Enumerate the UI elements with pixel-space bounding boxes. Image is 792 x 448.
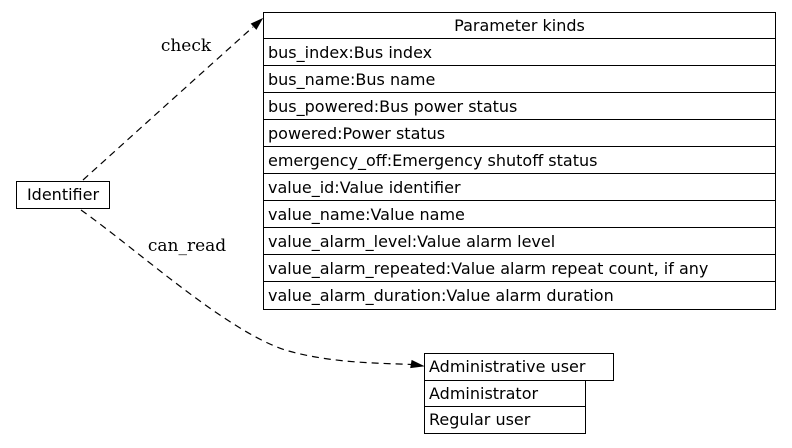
table-row: emergency_off:Emergency shutoff status: [264, 147, 775, 174]
table-row: value_alarm_repeated:Value alarm repeat …: [264, 255, 775, 282]
table-row: value_name:Value name: [264, 201, 775, 228]
parameter-kinds-title: Parameter kinds: [264, 13, 775, 39]
table-row: value_alarm_duration:Value alarm duratio…: [268, 286, 614, 305]
table-row: Administrator: [425, 381, 585, 407]
node-identifier: Identifier: [16, 181, 110, 209]
edge-can-read-arrowhead-icon: [410, 359, 425, 369]
table-row: bus_powered:Bus power status: [264, 93, 775, 120]
node-administrative-user-rows: Administrator Regular user: [424, 380, 586, 434]
table-row: bus_index:Bus index: [264, 39, 775, 66]
node-parameter-kinds: Parameter kinds bus_index:Bus index bus_…: [263, 12, 776, 310]
edge-label-can-read: can_read: [147, 236, 227, 256]
table-row: value_alarm_level:Value alarm level: [264, 228, 775, 255]
table-row: value_id:Value identifier: [264, 174, 775, 201]
table-row: powered:Power status: [264, 120, 775, 147]
table-row: bus_name:Bus name: [264, 66, 775, 93]
edge-check-arrowhead-icon: [250, 17, 264, 30]
edge-label-check: check: [160, 36, 212, 56]
node-identifier-label: Identifier: [26, 185, 100, 204]
node-administrative-user-title: Administrative user: [424, 353, 614, 381]
table-row: Regular user: [429, 410, 531, 429]
